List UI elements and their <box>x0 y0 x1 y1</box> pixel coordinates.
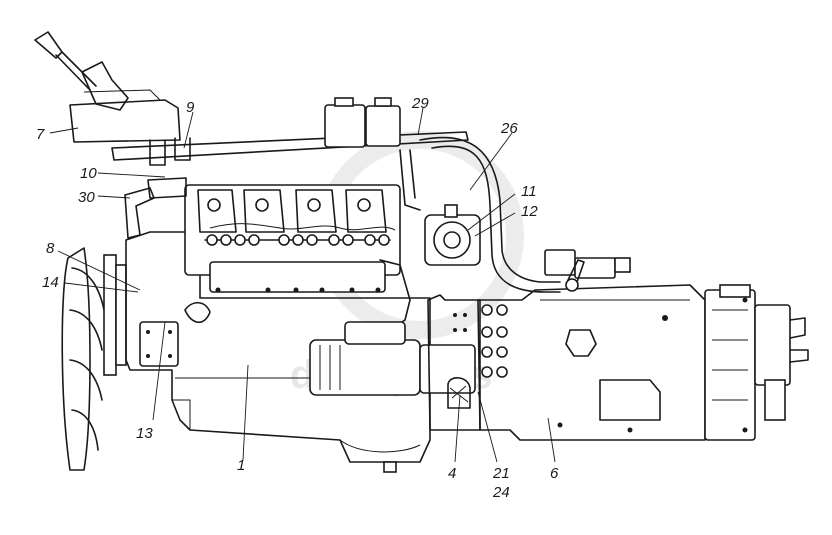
callout-6: 6 <box>550 465 559 482</box>
injector-row <box>206 234 390 246</box>
callout-26: 26 <box>500 120 518 137</box>
callout-labels: 7 9 29 26 10 30 11 12 8 14 13 1 4 21 24 … <box>36 95 559 501</box>
fan <box>61 247 127 471</box>
cylinder-heads <box>184 184 401 293</box>
callout-12: 12 <box>521 203 538 220</box>
callout-9: 9 <box>186 99 195 116</box>
callout-14: 14 <box>42 274 59 291</box>
callout-1: 1 <box>237 457 245 474</box>
callout-24: 24 <box>492 484 510 501</box>
callout-13: 13 <box>136 425 153 442</box>
callout-10: 10 <box>80 165 97 182</box>
leader-lines <box>49 107 556 463</box>
gearbox-rear-section <box>704 284 809 441</box>
callout-29: 29 <box>411 95 429 112</box>
starter-motor <box>309 321 476 396</box>
callout-30: 30 <box>78 189 95 206</box>
coolant-tanks <box>324 97 401 148</box>
turbocharger <box>424 204 481 266</box>
callout-11: 11 <box>521 183 537 200</box>
callout-4: 4 <box>448 465 456 482</box>
callout-7: 7 <box>36 126 45 143</box>
callout-8: 8 <box>46 240 55 257</box>
gear-shift-lever <box>34 31 181 143</box>
gearbox <box>477 284 706 441</box>
hoses <box>379 136 561 331</box>
gearbox-control-valve <box>544 249 631 292</box>
callout-21: 21 <box>492 465 510 482</box>
air-intake <box>124 177 187 239</box>
